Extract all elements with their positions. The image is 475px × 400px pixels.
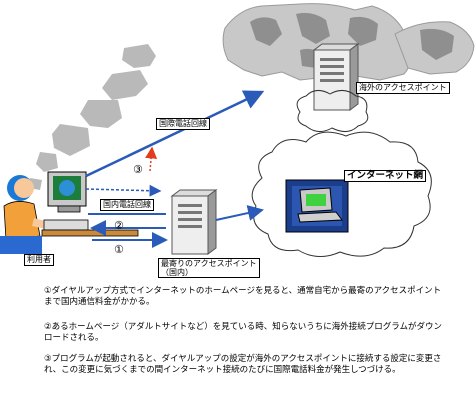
- international-line-arrow: [85, 90, 265, 178]
- internet-computer: [285, 179, 349, 233]
- domestic-line-label: 国内電話回線: [100, 199, 154, 211]
- note-3: ③プログラムが起動されると、ダイヤルアップの設定が海外のアクセスポイントに接続す…: [44, 354, 442, 375]
- step2-number: ②: [114, 219, 124, 232]
- international-line-label: 国際電話回線: [156, 118, 210, 130]
- program-download-arrow: [145, 146, 158, 172]
- step1-number: ①: [114, 243, 124, 256]
- dashed-arrow: [85, 184, 162, 197]
- nearest-server: [170, 189, 218, 255]
- nearest-ap-label-line1: 最寄りのアクセスポイント: [161, 259, 257, 268]
- nearest-ap-label: 最寄りのアクセスポイント （国内）: [158, 258, 260, 278]
- note-1: ①ダイヤルアップ方式でインターネットのホームページを見ると、通常自宅から最寄のア…: [44, 286, 442, 307]
- overseas-cloud: [296, 90, 369, 132]
- overseas-server: [312, 43, 360, 111]
- japan-map: [28, 44, 156, 190]
- internet-label: インターネット網: [344, 170, 427, 182]
- nearest-ap-label-line2: （国内）: [161, 268, 193, 277]
- user-label: 利用者: [24, 254, 54, 266]
- step3-number: ③: [133, 163, 143, 176]
- note-2: ②あるホームページ（アダルトサイトなど）を見ている時、知らないうちに海外接続プロ…: [44, 322, 442, 343]
- server-to-internet-arrow: [215, 205, 264, 221]
- overseas-ap-label: 海外のアクセスポイント: [356, 82, 450, 94]
